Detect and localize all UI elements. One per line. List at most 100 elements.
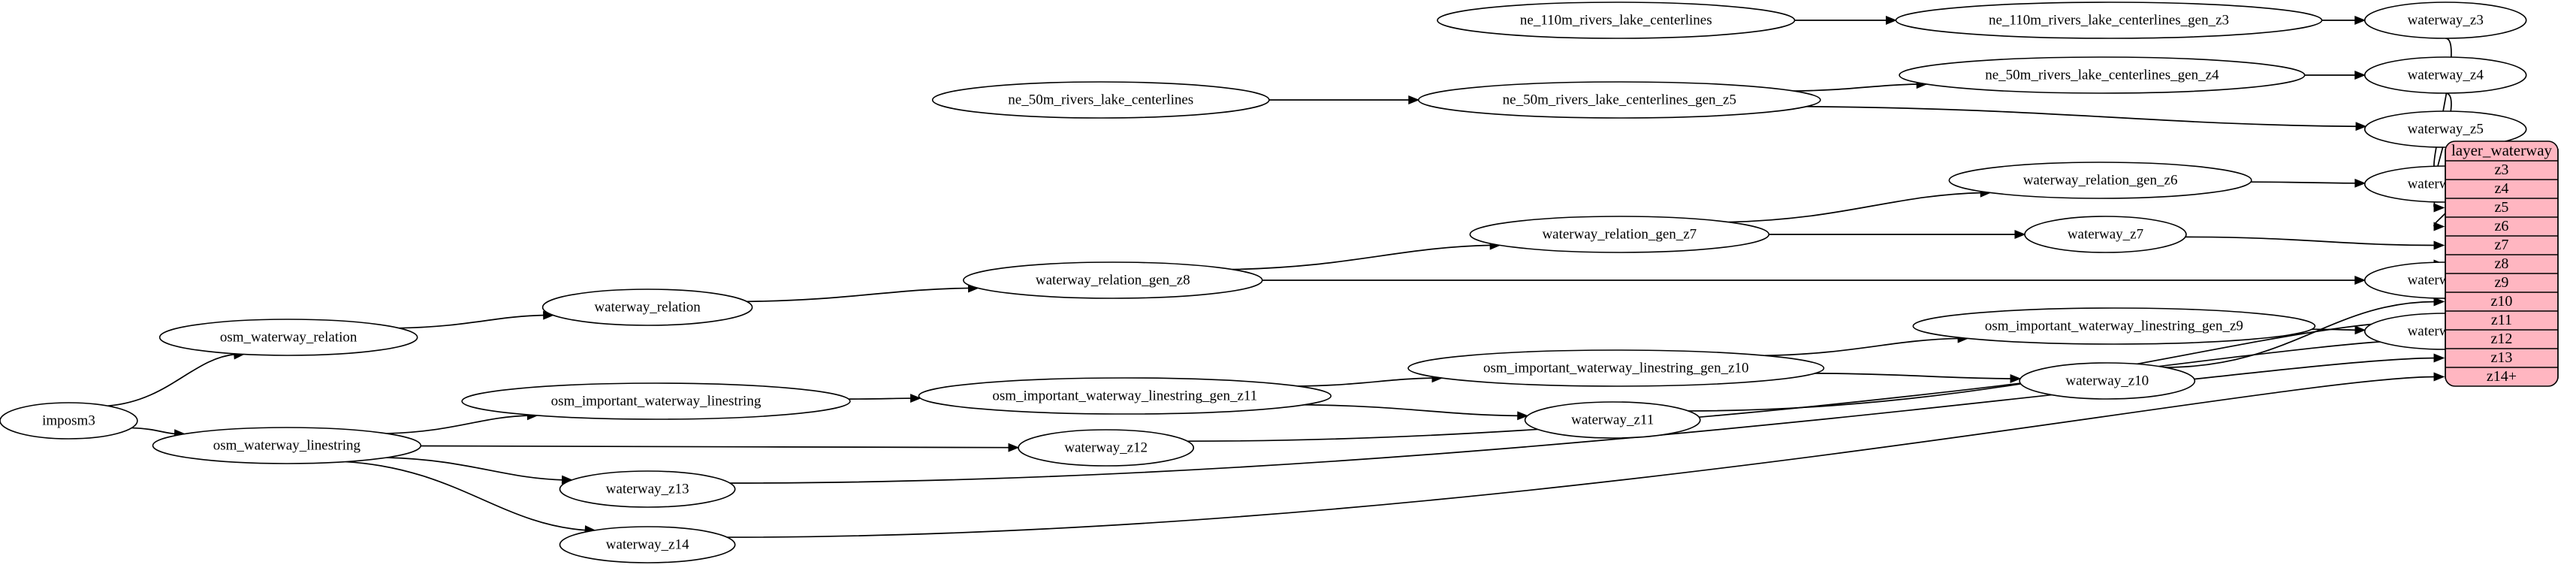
layer-row-z5[interactable]: z5 xyxy=(2495,199,2509,216)
node-shape-ne_110m_rivers_lake_centerlines xyxy=(1437,2,1796,39)
edge-waterway_relation_gen_z8-to-waterway_relation_gen_z7 xyxy=(1232,244,1492,270)
edge-osm_important_waterway_linestring_gen_z11-to-osm_important_waterway_linestring_gen_z10 xyxy=(1298,377,1434,387)
node-shape-waterway_z10 xyxy=(2019,362,2196,400)
edge-osm_important_waterway_linestring_gen_z11-to-waterway_z11 xyxy=(1304,403,1519,417)
edge-waterway_relation-to-waterway_relation_gen_z8 xyxy=(747,287,970,303)
node-waterway_z4[interactable]: waterway_z4 xyxy=(2363,56,2527,94)
edge-arrowhead xyxy=(2355,122,2367,131)
node-waterway_relation_gen_z8[interactable]: waterway_relation_gen_z8 xyxy=(963,261,1263,299)
layer-row-z14plus[interactable]: z14+ xyxy=(2487,368,2517,385)
node-waterway_z13[interactable]: waterway_z13 xyxy=(559,470,736,508)
node-shape-waterway_z13 xyxy=(559,470,736,508)
node-imposm3[interactable]: imposm3 xyxy=(0,402,138,440)
node-osm_waterway_relation[interactable]: osm_waterway_relation xyxy=(158,319,418,356)
node-osm_important_waterway_linestring[interactable]: osm_important_waterway_linestring xyxy=(461,382,851,420)
edge-arrowhead xyxy=(1517,411,1529,421)
edge-waterway_relation_gen_z6-to-waterway_z6 xyxy=(2250,181,2357,184)
node-layer: imposm3 osm_waterway_relation osm_waterway… xyxy=(0,2,2527,563)
node-shape-waterway_relation_gen_z6 xyxy=(1948,162,2252,199)
node-shape-waterway_z11 xyxy=(1524,401,1701,439)
node-osm_important_waterway_linestring_gen_z11[interactable]: osm_important_waterway_linestring_gen_z1… xyxy=(918,377,1332,415)
edge-osm_waterway_relation-to-waterway_relation xyxy=(399,314,545,329)
layer-row-z11[interactable]: z11 xyxy=(2491,312,2512,328)
node-waterway_z7[interactable]: waterway_z7 xyxy=(2024,216,2187,253)
layer-row-z3[interactable]: z3 xyxy=(2495,162,2509,178)
layer-row-z4[interactable]: z4 xyxy=(2495,180,2509,197)
node-shape-ne_50m_rivers_lake_centerlines_gen_z4 xyxy=(1899,56,2306,94)
node-ne_50m_rivers_lake_centerlines[interactable]: ne_50m_rivers_lake_centerlines xyxy=(931,81,1270,119)
node-osm_important_waterway_linestring_gen_z9[interactable]: osm_important_waterway_linestring_gen_z9 xyxy=(1912,307,2316,345)
edge-arrowhead xyxy=(1885,16,1897,25)
edge-arrowhead xyxy=(2433,353,2445,363)
edge-waterway_z7-to-layer_waterway.z7 xyxy=(2185,236,2436,246)
edge-osm_waterway_linestring-to-osm_important_waterway_linestring xyxy=(386,415,529,434)
edge-arrowhead xyxy=(1008,443,1020,452)
node-shape-osm_waterway_linestring xyxy=(152,427,422,464)
layer-waterway-table: layer_waterway z3 z4 z5 z6 z7 z8 z9 z10 z11 z12 z13… xyxy=(2445,140,2559,387)
edge-arrowhead xyxy=(2433,372,2445,382)
node-ne_110m_rivers_lake_centerlines[interactable]: ne_110m_rivers_lake_centerlines xyxy=(1437,2,1796,39)
edge-waterway_z3-to-layer_waterway.z3 xyxy=(2433,38,2452,171)
layer-row-z6[interactable]: z6 xyxy=(2495,218,2509,234)
node-shape-imposm3 xyxy=(0,402,138,440)
layer-row-z8[interactable]: z8 xyxy=(2495,255,2509,272)
node-waterway_z12[interactable]: waterway_z12 xyxy=(1018,429,1195,467)
edge-osm_waterway_linestring-to-waterway_z12 xyxy=(421,445,1011,449)
edge-ne_50m_rivers_lake_centerlines_gen_z5-to-waterway_z5 xyxy=(1806,105,2358,128)
edge-waterway_relation_gen_z7-to-waterway_relation_gen_z6 xyxy=(1728,192,1983,223)
node-waterway_relation_gen_z7[interactable]: waterway_relation_gen_z7 xyxy=(1469,216,1770,253)
node-shape-waterway_relation xyxy=(541,289,753,326)
node-shape-waterway_z14 xyxy=(559,526,736,563)
layer-table-title: layer_waterway xyxy=(2451,141,2553,159)
edge-arrowhead xyxy=(910,394,922,403)
edge-arrowhead xyxy=(2354,178,2366,188)
edge-osm_important_waterway_linestring_gen_z10-to-waterway_z10 xyxy=(1814,373,2013,379)
edge-arrowhead xyxy=(2433,203,2445,213)
node-ne_110m_rivers_lake_centerlines_gen_z3[interactable]: ne_110m_rivers_lake_centerlines_gen_z3 xyxy=(1895,2,2323,39)
edge-arrowhead xyxy=(2354,325,2366,335)
node-waterway_z11[interactable]: waterway_z11 xyxy=(1524,401,1701,439)
node-shape-osm_important_waterway_linestring_gen_z10 xyxy=(1407,349,1825,387)
node-shape-osm_waterway_relation xyxy=(158,319,418,356)
edge-arrowhead xyxy=(2433,222,2445,231)
layer-row-z9[interactable]: z9 xyxy=(2495,274,2509,291)
edge-osm_important_waterway_linestring_gen_z10-to-osm_important_waterway_linestring_gen_z9 xyxy=(1764,337,1960,357)
edge-arrowhead xyxy=(2354,276,2366,285)
node-shape-waterway_relation_gen_z8 xyxy=(963,261,1263,299)
node-shape-osm_important_waterway_linestring_gen_z11 xyxy=(918,377,1332,415)
edge-arrowhead xyxy=(2354,71,2366,80)
node-waterway_z3[interactable]: waterway_z3 xyxy=(2363,2,2527,39)
edge-arrowhead xyxy=(1408,95,1420,104)
edge-osm_waterway_linestring-to-waterway_z14 xyxy=(345,461,587,531)
edge-imposm3-to-osm_waterway_linestring xyxy=(131,427,176,435)
edge-arrowhead xyxy=(2433,297,2445,307)
node-shape-waterway_z4 xyxy=(2363,56,2527,94)
edge-waterway_z10-to-layer_waterway.z10 xyxy=(2164,301,2436,368)
edge-arrowhead xyxy=(2014,230,2026,239)
node-shape-waterway_z12 xyxy=(1018,429,1195,467)
node-shape-waterway_relation_gen_z7 xyxy=(1469,216,1770,253)
node-waterway_z10[interactable]: waterway_z10 xyxy=(2019,362,2196,400)
edge-arrowhead xyxy=(2354,16,2366,25)
node-osm_waterway_linestring[interactable]: osm_waterway_linestring xyxy=(152,427,422,464)
layer-row-z7[interactable]: z7 xyxy=(2495,237,2509,253)
layer-row-z13[interactable]: z13 xyxy=(2491,349,2513,366)
edge-waterway_z14-to-layer_waterway.z14plus xyxy=(727,376,2436,538)
edge-arrowhead xyxy=(2433,240,2445,250)
node-shape-waterway_z3 xyxy=(2363,2,2527,39)
edge-osm_waterway_linestring-to-waterway_z13 xyxy=(386,457,564,481)
node-shape-osm_important_waterway_linestring_gen_z9 xyxy=(1912,307,2316,345)
node-ne_50m_rivers_lake_centerlines_gen_z4[interactable]: ne_50m_rivers_lake_centerlines_gen_z4 xyxy=(1899,56,2306,94)
edge-imposm3-to-osm_waterway_relation xyxy=(107,353,236,407)
node-osm_important_waterway_linestring_gen_z10[interactable]: osm_important_waterway_linestring_gen_z1… xyxy=(1407,349,1825,387)
node-waterway_z14[interactable]: waterway_z14 xyxy=(559,526,736,563)
node-waterway_relation_gen_z6[interactable]: waterway_relation_gen_z6 xyxy=(1948,162,2252,199)
edge-osm_important_waterway_linestring-to-osm_important_waterway_linestring_gen_z11 xyxy=(849,397,912,400)
node-shape-osm_important_waterway_linestring xyxy=(461,382,851,420)
layer-row-z10[interactable]: z10 xyxy=(2491,293,2513,310)
layer-row-z12[interactable]: z12 xyxy=(2491,331,2513,347)
node-ne_50m_rivers_lake_centerlines_gen_z5[interactable]: ne_50m_rivers_lake_centerlines_gen_z5 xyxy=(1417,81,1821,119)
node-waterway_relation[interactable]: waterway_relation xyxy=(541,289,753,326)
node-shape-ne_50m_rivers_lake_centerlines_gen_z5 xyxy=(1417,81,1821,119)
edge-arrowhead xyxy=(2010,373,2022,383)
